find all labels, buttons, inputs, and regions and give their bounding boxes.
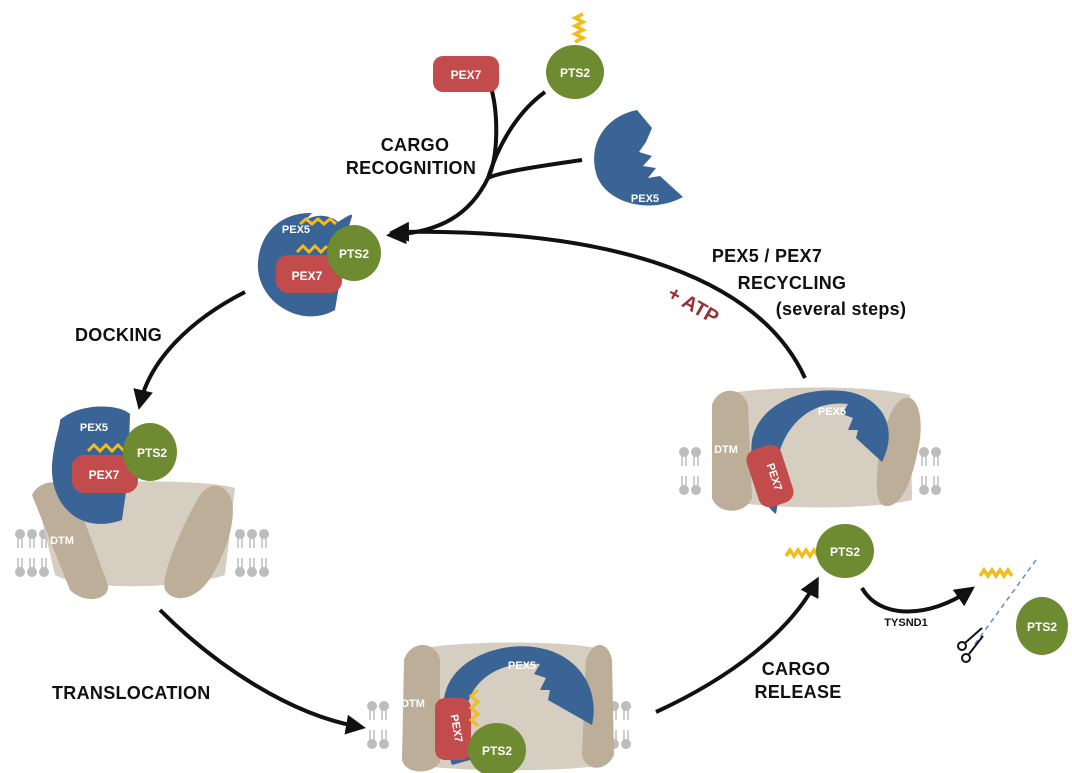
- label-release-1: CARGO: [762, 659, 831, 679]
- svg-text:DTM: DTM: [714, 444, 738, 456]
- cycle-arrows: [133, 77, 975, 735]
- label-release-2: RELEASE: [754, 682, 841, 702]
- recycling-arrow: [389, 221, 807, 379]
- label-atp: + ATP: [664, 282, 723, 329]
- cytosolic-complex: PEX5 PEX7 PTS2: [257, 212, 381, 317]
- label-recycling-3: (several steps): [776, 299, 907, 319]
- svg-text:DTM: DTM: [401, 698, 425, 710]
- svg-text:DTM: DTM: [50, 535, 74, 547]
- docking-stage: DTM PEX5 PEX7 PTS2: [14, 406, 270, 600]
- free-pex7: PEX7: [433, 56, 499, 92]
- svg-text:PTS2: PTS2: [1027, 620, 1057, 634]
- docking-arrow: [133, 290, 246, 410]
- cargo-recognition-arrow: [386, 177, 490, 245]
- svg-text:PTS2: PTS2: [830, 545, 860, 559]
- free-pts2: PTS2: [546, 12, 604, 99]
- free-pex5: PEX5: [594, 110, 683, 206]
- svg-text:PEX7: PEX7: [89, 468, 120, 482]
- svg-text:PEX5: PEX5: [818, 406, 846, 418]
- translocation-stage: DTM PEX5 PEX7 PTS2: [366, 642, 632, 773]
- released-pts2: PTS2: [784, 524, 874, 578]
- tysnd1-arrow: [860, 586, 975, 614]
- label-cargo-2: RECOGNITION: [346, 158, 476, 178]
- svg-text:PEX5: PEX5: [631, 193, 659, 205]
- svg-text:PEX5: PEX5: [80, 422, 108, 434]
- svg-text:PTS2: PTS2: [339, 247, 369, 261]
- svg-text:PEX7: PEX7: [451, 68, 482, 82]
- translocation-arrow: [158, 608, 366, 735]
- label-docking: DOCKING: [75, 325, 162, 345]
- svg-text:PEX7: PEX7: [448, 714, 465, 744]
- svg-text:PEX5: PEX5: [508, 660, 536, 672]
- cargo-release-arrow: [655, 576, 819, 714]
- recycling-stage: DTM PEX5 PEX7: [678, 387, 942, 514]
- step-labels: CARGO RECOGNITION DOCKING TRANSLOCATION …: [52, 135, 928, 703]
- label-tysnd1: TYSND1: [884, 617, 927, 629]
- pts2-branch-line: [486, 90, 547, 179]
- label-cargo-1: CARGO: [381, 135, 450, 155]
- svg-text:PTS2: PTS2: [137, 446, 167, 460]
- scissors-icon: [957, 627, 984, 663]
- svg-text:PEX7: PEX7: [292, 269, 323, 283]
- svg-text:PTS2: PTS2: [560, 66, 590, 80]
- pex5-branch-line: [487, 158, 583, 180]
- cleavage-products: PTS2: [957, 559, 1068, 663]
- svg-text:PTS2: PTS2: [482, 744, 512, 758]
- label-recycling-1: PEX5 / PEX7: [712, 246, 822, 266]
- label-recycling-2: RECYCLING: [738, 273, 847, 293]
- label-translocation: TRANSLOCATION: [52, 683, 211, 703]
- svg-text:PEX5: PEX5: [282, 224, 310, 236]
